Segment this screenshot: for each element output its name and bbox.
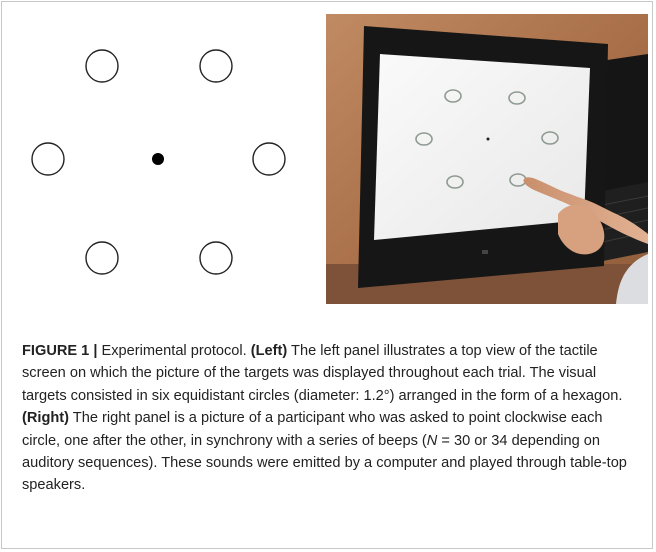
photo-participant-hand xyxy=(558,204,605,255)
caption-text-2: The left panel illustrates a top view of… xyxy=(22,343,623,404)
caption-text-1: Experimental protocol. xyxy=(97,343,251,359)
caption-left-label: (Left) xyxy=(250,343,288,359)
target-circle-left xyxy=(31,142,65,176)
photo-target-4 xyxy=(541,131,559,145)
photo-target-3 xyxy=(415,132,433,146)
target-circle-bottom-right xyxy=(199,241,233,275)
target-circle-bottom-left xyxy=(85,241,119,275)
caption-text-4: = 30 or 34 depending on auditory sequenc… xyxy=(22,432,627,494)
photo-target-2 xyxy=(508,91,526,105)
photo-target-5 xyxy=(446,175,464,189)
left-panel-target-diagram xyxy=(31,49,286,275)
photo-participant-arm xyxy=(523,177,648,294)
photo-center-dot xyxy=(486,137,490,141)
photo-second-monitor xyxy=(594,54,648,224)
photo-target-1 xyxy=(444,89,462,103)
target-circle-right xyxy=(252,142,286,176)
caption-n-variable: N xyxy=(426,432,438,449)
figure-caption: FIGURE 1 | Experimental protocol. (Left)… xyxy=(22,340,642,497)
caption-right-label: (Right) xyxy=(22,410,70,427)
figure-label: FIGURE 1 | xyxy=(22,343,98,359)
photo-monitor-logo xyxy=(482,250,488,254)
photo-touchscreen-display xyxy=(374,54,590,240)
right-panel-participant-photo xyxy=(326,14,648,304)
center-fixation-dot xyxy=(152,153,164,165)
photo-participant-sleeve xyxy=(616,254,648,304)
target-circle-top-right xyxy=(199,49,233,83)
caption-text-3: The right panel is a picture of a partic… xyxy=(22,410,603,449)
target-circle-top-left xyxy=(85,49,119,83)
